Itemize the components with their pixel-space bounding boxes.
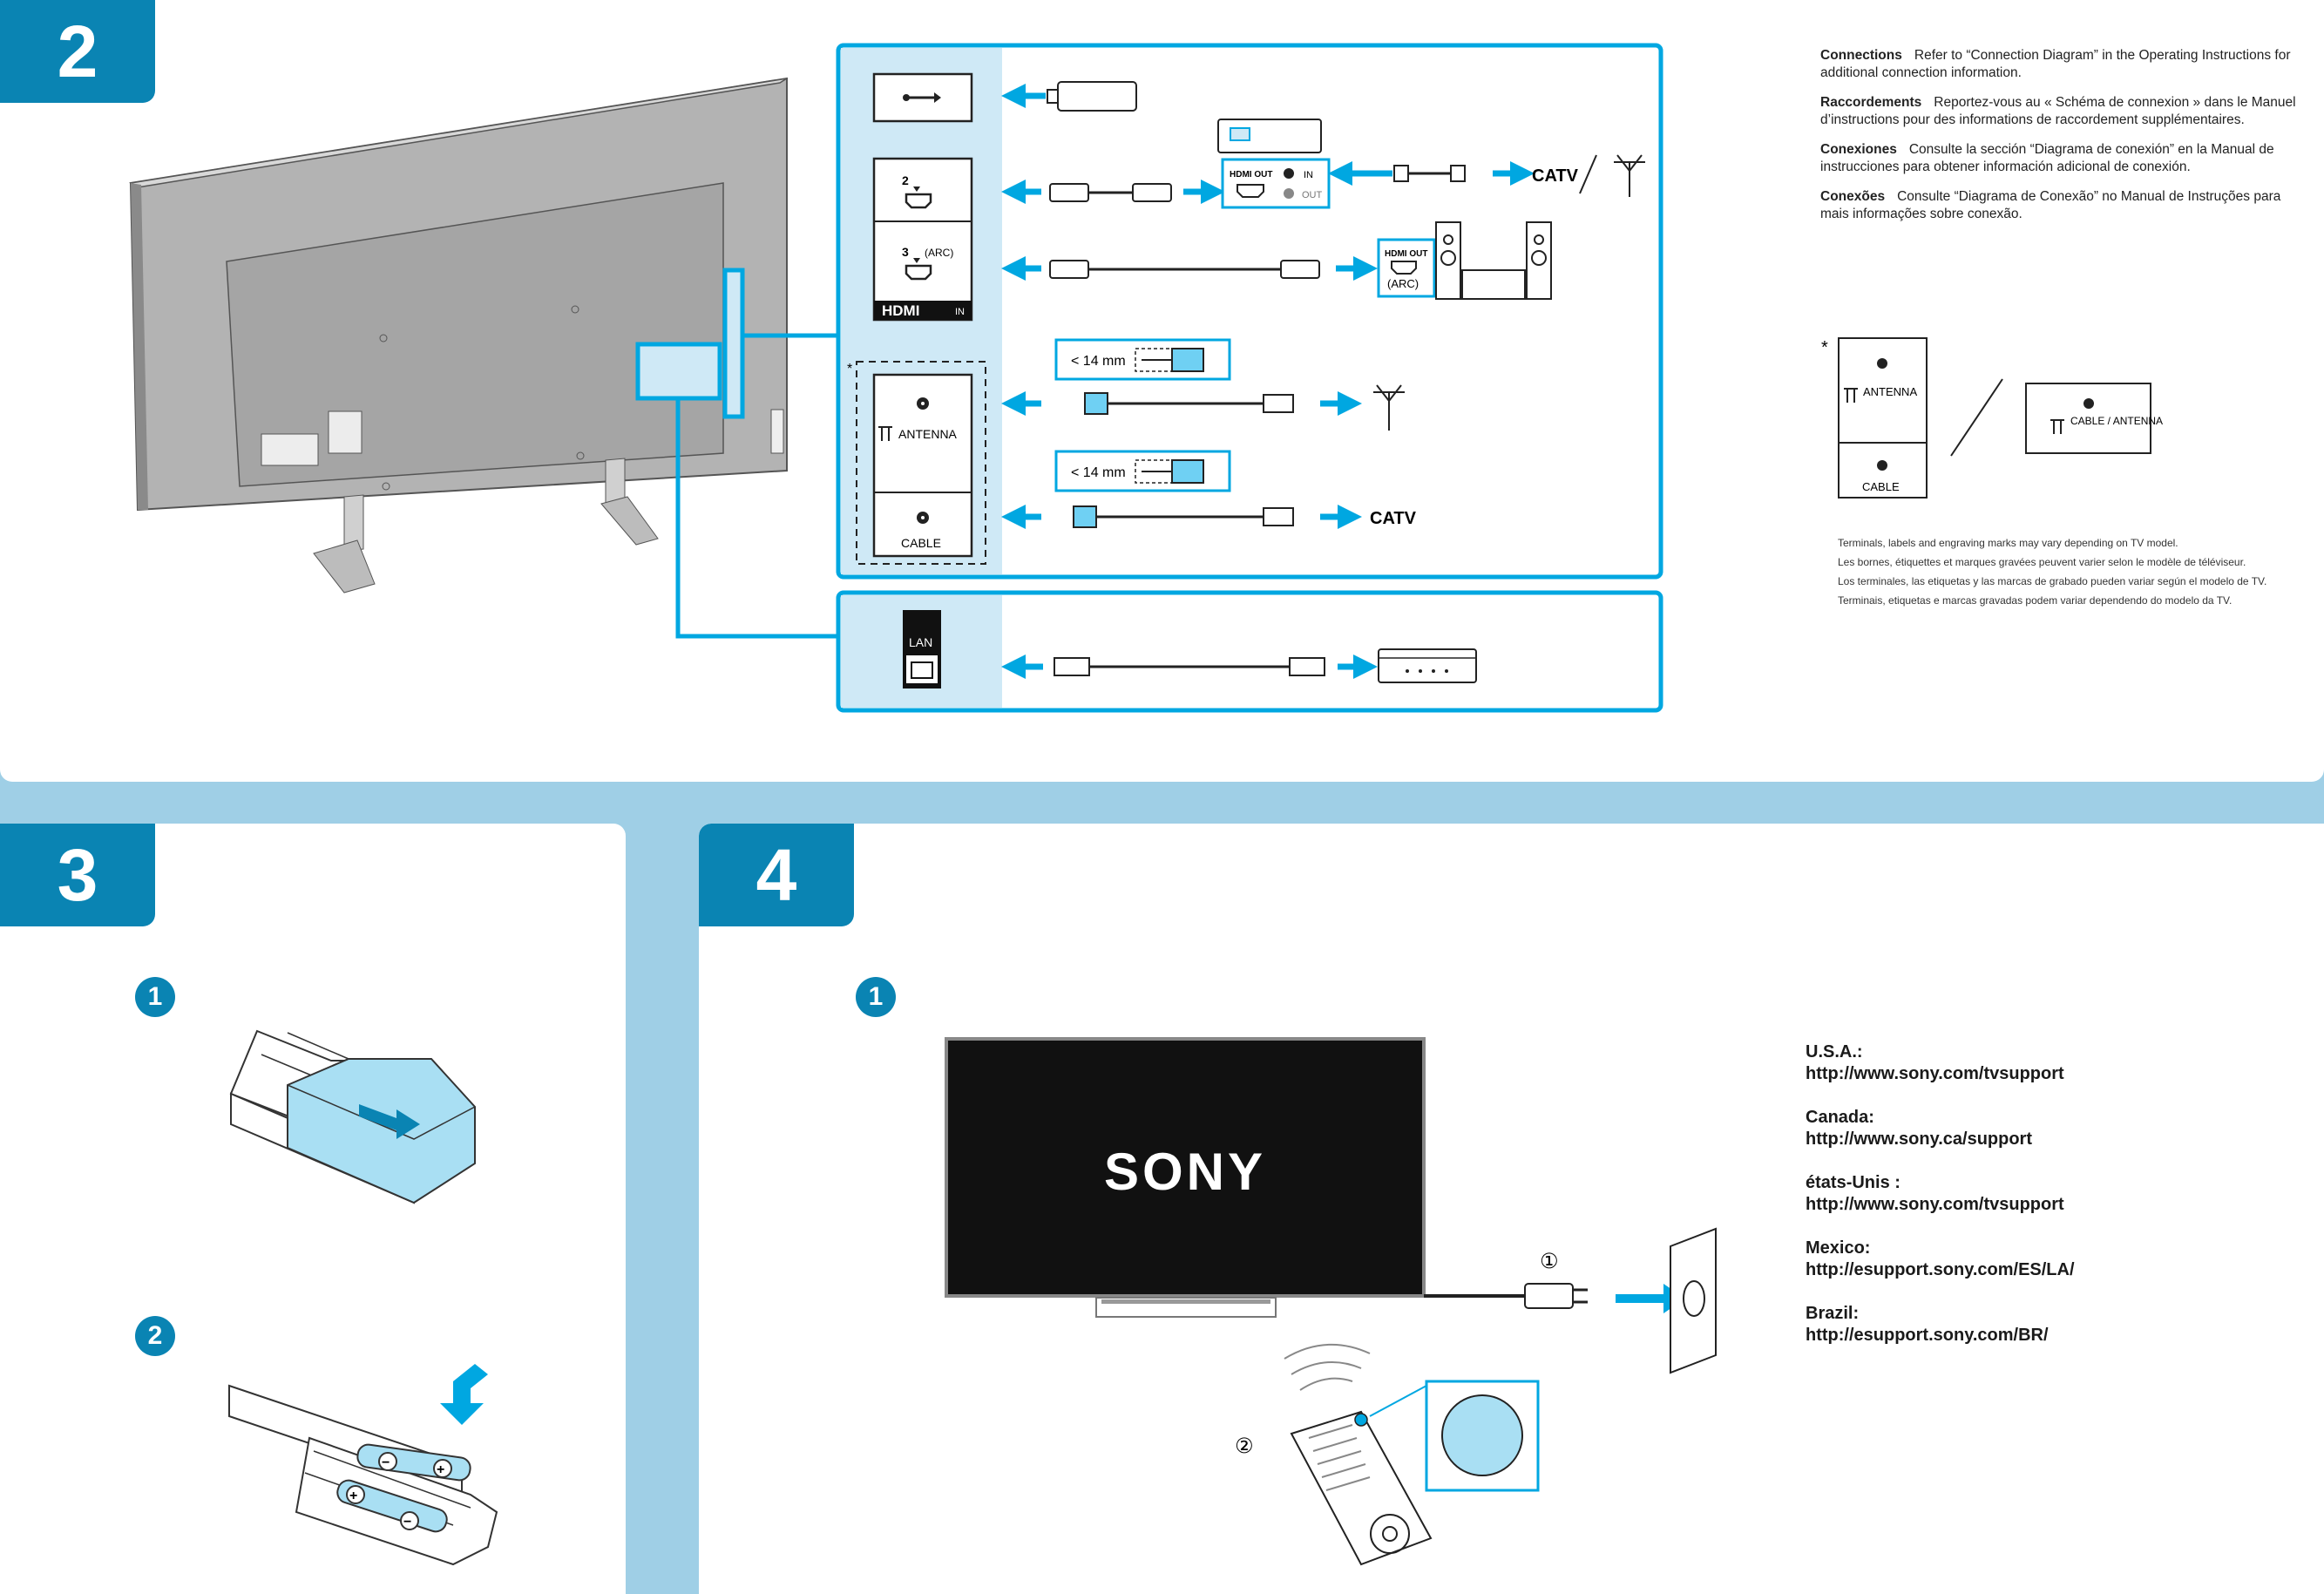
hdmi-arc-connection: HDMI OUT (ARC) xyxy=(1001,221,1552,300)
battery-illustration: − + + − xyxy=(228,1029,498,1566)
svg-text:+: + xyxy=(437,1462,444,1477)
support-entry-etats-unis: états-Unis : http://www.sony.com/tvsuppo… xyxy=(1806,1172,2075,1216)
power-cable-illustration: ① xyxy=(1424,1227,1717,1374)
support-link[interactable]: http://www.sony.ca/support xyxy=(1806,1129,2032,1149)
remote-step-label: ② xyxy=(1235,1435,1254,1458)
antenna-port-label: ANTENNA xyxy=(898,427,958,441)
support-link[interactable]: http://esupport.sony.com/ES/LA/ xyxy=(1806,1260,2075,1279)
support-link[interactable]: http://esupport.sony.com/BR/ xyxy=(1806,1326,2049,1345)
antenna-cable-ports: * ANTENNA CABLE xyxy=(847,361,986,565)
lan-label: LAN xyxy=(909,635,932,649)
battery-panel: 3 1 2 − + + − xyxy=(0,824,626,1594)
svg-text:CATV: CATV xyxy=(1370,509,1417,528)
substep-1-marker: 1 xyxy=(856,977,896,1017)
hdmi-in-label: IN xyxy=(955,307,965,317)
svg-text:ANTENNA: ANTENNA xyxy=(1863,385,1917,398)
cable-port-label: CABLE xyxy=(901,536,941,550)
step-number-badge: 3 xyxy=(0,824,155,926)
sony-logo: SONY xyxy=(1104,1143,1266,1201)
antenna-connection: < 14 mm xyxy=(1001,338,1405,431)
svg-text:*: * xyxy=(1821,338,1828,357)
support-entry-canada: Canada: http://www.sony.ca/support xyxy=(1806,1107,2075,1150)
support-links: U.S.A.: http://www.sony.com/tvsupport Ca… xyxy=(1806,1041,2075,1368)
hdmi-2-label: 2 xyxy=(902,173,909,187)
hdmi-settop-connection: HDMI OUT IN OUT CATV xyxy=(1001,119,1645,209)
usb-port xyxy=(872,72,973,123)
cable-connection: < 14 mm CATV xyxy=(1001,450,1417,529)
tv-back-illustration xyxy=(128,77,788,594)
svg-text:HDMI OUT: HDMI OUT xyxy=(1230,170,1272,180)
tv-front-illustration: SONY xyxy=(945,1037,1426,1318)
catv-label: CATV xyxy=(1532,166,1579,186)
svg-text:< 14 mm: < 14 mm xyxy=(1071,465,1126,480)
hdmi-ports: 2 3 (ARC) HDMI IN xyxy=(872,157,973,322)
batteries-illustration: − + + − xyxy=(228,1364,498,1566)
connection-panel: 2 xyxy=(0,0,2324,782)
support-entry-usa: U.S.A.: http://www.sony.com/tvsupport xyxy=(1806,1041,2075,1085)
svg-text:CABLE: CABLE xyxy=(1862,480,1900,493)
arc-label: (ARC) xyxy=(925,247,953,259)
hdmi-3-label: 3 xyxy=(902,245,909,259)
svg-text:OUT: OUT xyxy=(1302,190,1323,200)
svg-text:CABLE / ANTENNA: CABLE / ANTENNA xyxy=(2070,415,2163,427)
hdmi-logo: HDMI xyxy=(882,302,919,319)
usb-connection xyxy=(1001,81,1137,112)
step-number-badge: 4 xyxy=(699,824,854,926)
plug-step-label: ① xyxy=(1540,1250,1559,1273)
support-entry-mexico: Mexico: http://esupport.sony.com/ES/LA/ xyxy=(1806,1238,2075,1279)
size-limit-label: < 14 mm xyxy=(1071,354,1126,369)
svg-text:−: − xyxy=(403,1515,411,1530)
support-link[interactable]: http://www.sony.com/tvsupport xyxy=(1806,1195,2064,1214)
svg-text:IN: IN xyxy=(1304,170,1313,180)
remote-cover-illustration xyxy=(229,1029,476,1204)
svg-text:*: * xyxy=(847,362,852,376)
connection-diagram: 2 3 (ARC) HDMI IN * ANTENNA CABLE xyxy=(128,43,2163,713)
support-link[interactable]: http://www.sony.com/tvsupport xyxy=(1806,1064,2064,1083)
svg-text:−: − xyxy=(382,1455,390,1470)
step-number-badge: 2 xyxy=(0,0,155,103)
lan-port: LAN xyxy=(903,610,941,688)
svg-text:HDMI OUT: HDMI OUT xyxy=(1385,249,1427,259)
svg-text:(ARC): (ARC) xyxy=(1387,277,1419,290)
terminal-notes: Terminals, labels and engraving marks ma… xyxy=(1838,537,2267,607)
power-illustration: SONY ① ② xyxy=(945,1037,1717,1566)
remote-illustration: ② xyxy=(1235,1343,1540,1566)
support-entry-brazil: Brazil: http://esupport.sony.com/BR/ xyxy=(1806,1303,2075,1346)
substep-2-marker: 2 xyxy=(135,1316,175,1356)
alternate-terminal-diagram: * ANTENNA CABLE CABLE / ANTENNA xyxy=(1821,337,2163,499)
power-panel: 4 1 SONY ① xyxy=(699,824,2324,1594)
svg-text:+: + xyxy=(349,1489,357,1503)
substep-1-marker: 1 xyxy=(135,977,175,1017)
lan-connection xyxy=(1001,648,1477,683)
